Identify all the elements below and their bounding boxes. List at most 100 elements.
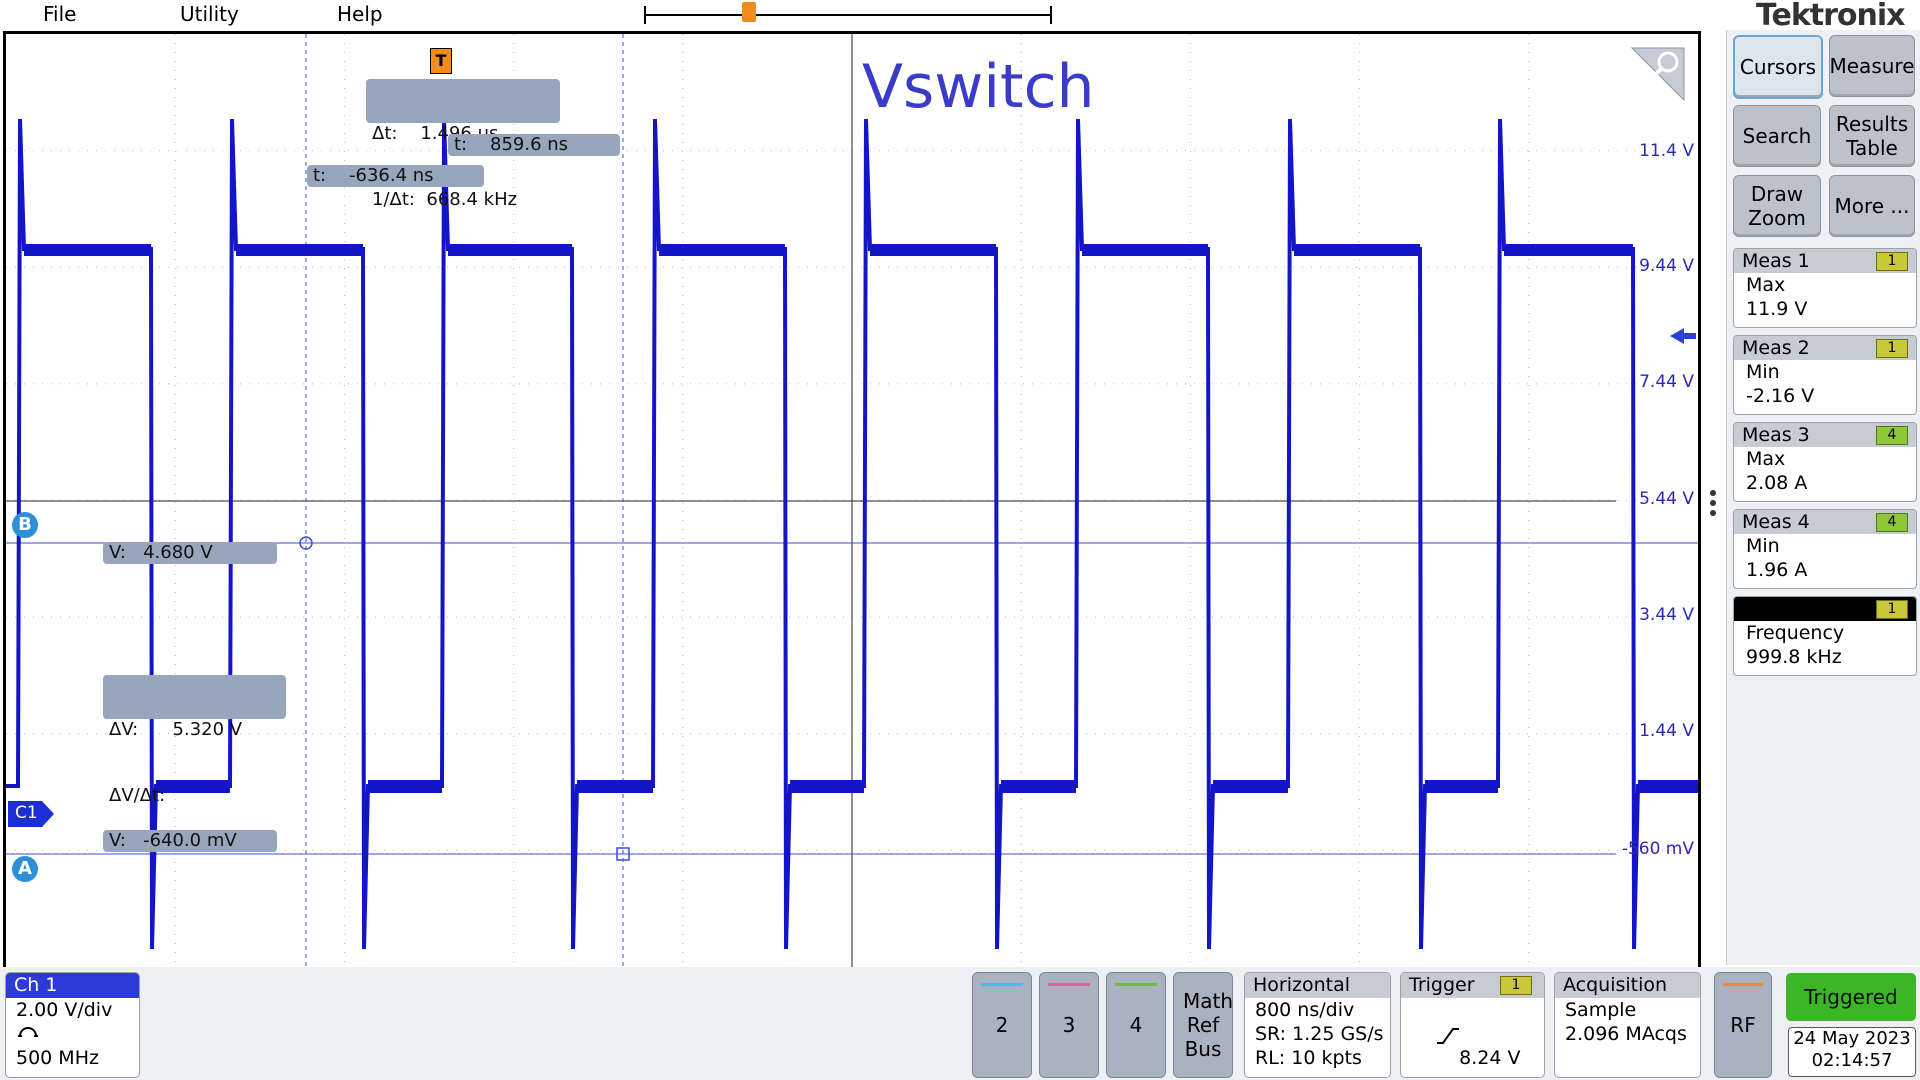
search-button[interactable]: Search: [1733, 105, 1821, 167]
meas-1-channel: 1: [1876, 252, 1908, 271]
record-view-bar[interactable]: [644, 14, 1052, 16]
ch1-coupling-icon: [6, 1022, 139, 1046]
record-view-left-tick: [644, 6, 646, 24]
horizontal-badge[interactable]: Horizontal 800 ns/div SR: 1.25 GS/s RL: …: [1244, 972, 1391, 1078]
frequency-label: Frequency: [1746, 622, 1845, 644]
meas-2-type: Min: [1746, 361, 1780, 383]
meas-1-type: Max: [1746, 274, 1786, 296]
meas-4-badge[interactable]: Meas 4 4 Min 1.96 A: [1733, 509, 1917, 589]
trigger-title: Trigger: [1409, 974, 1475, 996]
trigger-channel: 1: [1500, 976, 1532, 995]
cursor-readout-dt: Δt: 1.496 μs 1/Δt: 668.4 kHz: [366, 79, 560, 210]
meas-3-channel: 4: [1876, 426, 1908, 445]
rf-label: RF: [1730, 1013, 1756, 1037]
cursors-button[interactable]: Cursors: [1733, 35, 1823, 99]
math-ref-bus-button[interactable]: Math Ref Bus: [1173, 972, 1233, 1078]
meas-4-type: Min: [1746, 535, 1780, 557]
waveform-display[interactable]: Vswitch T Δt: 1.496 μs 1/Δt: 668.4 kHz t…: [3, 31, 1701, 970]
trigger-position-marker[interactable]: T: [430, 48, 452, 74]
menu-file[interactable]: File: [43, 2, 77, 26]
ch1-badge[interactable]: Ch 1 2.00 V/div 500 MHz: [5, 972, 140, 1078]
cursor-a-badge[interactable]: A: [12, 856, 38, 882]
ch1-vdiv: 2.00 V/div: [16, 999, 113, 1021]
panel-resize-handle[interactable]: [1710, 490, 1716, 526]
ch2-button[interactable]: 2: [972, 972, 1032, 1078]
vscale-label-3: 7.44 V: [1639, 372, 1694, 392]
trace-low-band: [1001, 780, 1076, 793]
meas-4-value: 1.96 A: [1746, 559, 1808, 581]
cursor-dvdt-value: ΔV/Δt:: [109, 785, 166, 806]
vscale-label-7: -560 mV: [1621, 839, 1694, 859]
meas-4-channel: 4: [1876, 513, 1908, 532]
vscale-label-4: 5.44 V: [1639, 489, 1694, 509]
cursor-lines: [6, 34, 1698, 967]
cursor-a-handle: [616, 847, 630, 861]
cursor-readout-t-a: t: -636.4 ns: [307, 165, 484, 187]
meas-4-title: Meas 4: [1742, 511, 1810, 533]
trace-low-band: [1425, 780, 1498, 793]
vscale-label-6: 1.44 V: [1639, 721, 1694, 741]
trigger-level-arrow-icon[interactable]: [1670, 326, 1696, 346]
cursor-readout-v-b: V: 4.680 V: [103, 542, 277, 564]
ch1-bandwidth: 500 MHz: [16, 1047, 99, 1069]
trace-high-band: [448, 244, 572, 256]
trace-high-band: [236, 244, 363, 256]
channel-1-offset-label: C1: [15, 803, 38, 823]
ch1-title: Ch 1: [6, 973, 139, 998]
trace-high-band: [1294, 244, 1420, 256]
rf-button[interactable]: RF: [1714, 972, 1772, 1078]
frequency-badge[interactable]: 1 Frequency 999.8 kHz: [1733, 596, 1917, 676]
ch3-button[interactable]: 3: [1039, 972, 1099, 1078]
horizontal-sample-rate: SR: 1.25 GS/s: [1255, 1023, 1384, 1045]
trace-low-band: [1638, 780, 1698, 793]
trace-high-band: [1504, 244, 1633, 256]
trace-low-band: [368, 780, 442, 793]
meas-2-value: -2.16 V: [1746, 385, 1815, 407]
ch4-label: 4: [1129, 1013, 1143, 1037]
cursor-b-handle: [299, 536, 313, 550]
channel-1-offset-marker[interactable]: C1: [8, 801, 56, 827]
menu-bar: File Utility Help: [0, 0, 1700, 30]
trace-high-band: [659, 244, 785, 256]
ch4-button[interactable]: 4: [1106, 972, 1166, 1078]
waveform-title: Vswitch: [862, 52, 1095, 122]
cursor-b-badge[interactable]: B: [12, 512, 38, 538]
draw-zoom-button[interactable]: Draw Zoom: [1733, 175, 1821, 237]
horizontal-scale: 800 ns/div: [1255, 999, 1355, 1021]
trace-high-band: [24, 244, 151, 256]
trace-high-band: [1082, 244, 1208, 256]
horizontal-record-length: RL: 10 kpts: [1255, 1047, 1362, 1069]
ch3-label: 3: [1062, 1013, 1076, 1037]
meas-3-type: Max: [1746, 448, 1786, 470]
menu-utility[interactable]: Utility: [180, 2, 239, 26]
zoom-icon[interactable]: [1628, 44, 1688, 104]
record-view-right-tick: [1050, 6, 1052, 24]
acquisition-title: Acquisition: [1555, 973, 1700, 998]
frequency-channel: 1: [1876, 600, 1908, 619]
vscale-label-5: 3.44 V: [1639, 605, 1694, 625]
trace-low-band: [790, 780, 864, 793]
cursor-inv-dt-value: 1/Δt: 668.4 kHz: [372, 189, 518, 210]
acquisition-badge[interactable]: Acquisition Sample 2.096 MAcqs: [1554, 972, 1701, 1078]
datetime-display[interactable]: 24 May 2023 02:14:57: [1788, 1027, 1916, 1077]
meas-2-channel: 1: [1876, 339, 1908, 358]
meas-3-value: 2.08 A: [1746, 472, 1808, 494]
meas-1-value: 11.9 V: [1746, 298, 1808, 320]
cursor-readout-dv: ΔV: 5.320 V ΔV/Δt:: [103, 675, 286, 806]
triggered-status[interactable]: Triggered: [1786, 973, 1916, 1021]
cursor-readout-v-a: V: -640.0 mV: [103, 830, 277, 852]
tektronix-logo: Tektronix: [1756, 0, 1906, 33]
acquisition-mode: Sample: [1565, 999, 1637, 1021]
cursor-readout-t-b: t: 859.6 ns: [448, 134, 620, 156]
record-trigger-icon: [742, 2, 756, 22]
measure-button[interactable]: Measure: [1829, 35, 1915, 97]
results-table-button[interactable]: Results Table: [1829, 105, 1915, 167]
vscale-label-2: 9.44 V: [1639, 256, 1694, 276]
more-button[interactable]: More ...: [1829, 175, 1915, 237]
time-text: 02:14:57: [1811, 1050, 1893, 1071]
menu-help[interactable]: Help: [337, 2, 383, 26]
